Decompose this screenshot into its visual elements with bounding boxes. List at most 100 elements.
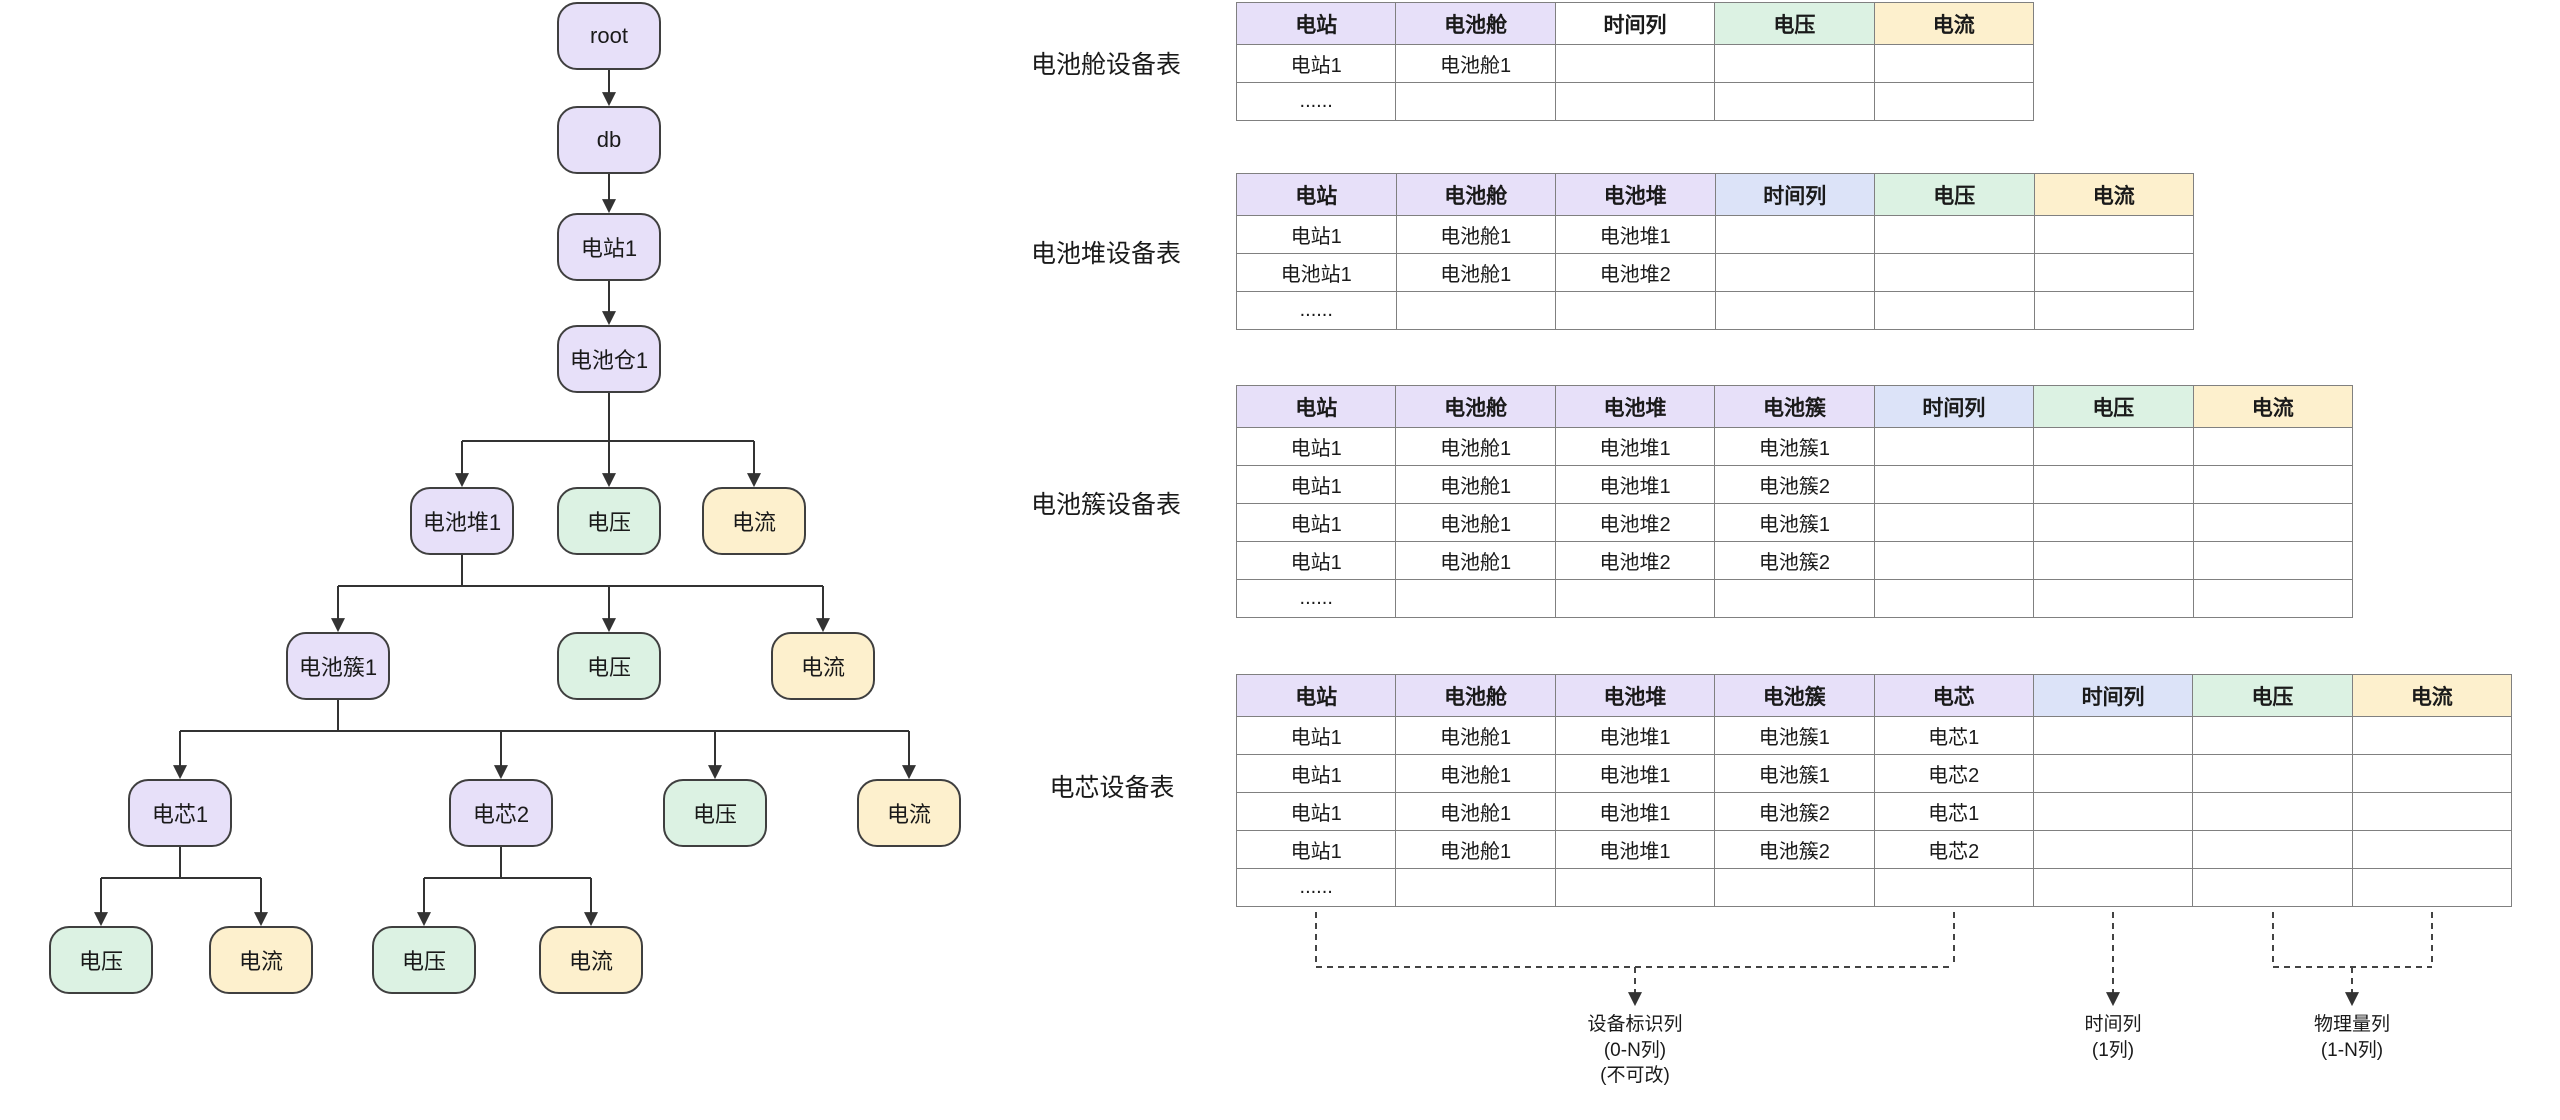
table-cell (1554, 44, 1716, 83)
table-label-stack: 电池堆设备表 (1030, 240, 1182, 268)
table-cell (1873, 541, 2035, 580)
table-cell: 电池站1 (1236, 253, 1397, 292)
table-cell: 电池舱1 (1395, 253, 1556, 292)
table-cell: 电池簇1 (1714, 503, 1875, 542)
table-cell (1395, 868, 1556, 907)
table-cell (2033, 579, 2194, 618)
table-cell (1714, 82, 1875, 121)
column-header-current: 电流 (2192, 385, 2354, 428)
table-cell (1555, 291, 1716, 330)
tree-node-cluster: 电池簇1 (286, 632, 390, 700)
column-header-device: 电站 (1235, 674, 1397, 717)
table-cell: ...... (1235, 868, 1397, 907)
table-cell (2033, 503, 2194, 542)
table-cell: ...... (1236, 291, 1397, 330)
table-cell (2192, 716, 2353, 755)
table-cell: 电站1 (1235, 44, 1397, 83)
column-header-time: 时间列 (1873, 385, 2035, 428)
table-cell (2032, 830, 2194, 869)
tree-node-compartment: 电池仓1 (557, 325, 661, 393)
annotation-line: (1列) (2091, 1039, 2135, 1061)
table-cell (1554, 579, 1716, 618)
table-cell (1714, 868, 1875, 907)
table-cell: 电池簇2 (1714, 792, 1875, 831)
column-header-current: 电流 (2033, 173, 2194, 216)
table-cell: 电站1 (1235, 716, 1397, 755)
table-cell: 电池舱1 (1395, 754, 1556, 793)
column-header-device: 电池簇 (1714, 674, 1875, 717)
annotation-line: 物理量列 (2313, 1014, 2391, 1035)
table-cell: 电池簇2 (1714, 830, 1875, 869)
table-cell (2033, 541, 2194, 580)
table-cell: 电芯2 (1873, 830, 2034, 869)
column-header-voltage: 电压 (1714, 2, 1875, 45)
tree-node-stack: 电池堆1 (410, 487, 514, 555)
table-cell (1873, 579, 2035, 618)
table-cell: 电池舱1 (1395, 465, 1556, 504)
table-cell (1874, 215, 2035, 254)
column-header-device: 电芯 (1873, 674, 2034, 717)
table-cell (1554, 82, 1716, 121)
tree-node-voltage: 电压 (49, 926, 153, 994)
annotation-line: (不可改) (1600, 1065, 1670, 1087)
column-header-current: 电流 (2351, 674, 2513, 717)
table-cell: 电站1 (1235, 792, 1397, 831)
table-cell (2033, 215, 2194, 254)
table-cell: 电池簇1 (1714, 427, 1875, 466)
table-cell (2351, 868, 2513, 907)
table-cell: 电池舱1 (1395, 830, 1556, 869)
table-header-row: 电站电池舱电池堆电池簇时间列电压电流 (1235, 385, 2354, 428)
column-header-device: 电站 (1236, 173, 1397, 216)
table-cell (2032, 754, 2194, 793)
table-cell (2192, 868, 2353, 907)
table-cell (1873, 465, 2035, 504)
tree-node-current: 电流 (702, 487, 806, 555)
tree-node-db: db (557, 106, 661, 174)
tree-node-voltage: 电压 (557, 487, 661, 555)
column-header-device: 电池堆 (1555, 173, 1716, 216)
table-cell (2351, 830, 2513, 869)
table-cell (2033, 427, 2194, 466)
table-cell (2351, 792, 2513, 831)
table-cell (1395, 579, 1556, 618)
column-header-device: 电池舱 (1395, 2, 1556, 45)
column-header-device: 电池堆 (1554, 674, 1716, 717)
table-cell (1714, 291, 1875, 330)
table-label-compartment: 电池舱设备表 (1030, 51, 1182, 79)
column-header-current: 电流 (1873, 2, 2035, 45)
tree-node-voltage: 电压 (557, 632, 661, 700)
column-header-voltage: 电压 (2192, 674, 2353, 717)
table-cell: 电站1 (1235, 830, 1397, 869)
table-cell (2033, 291, 2194, 330)
table-cell: 电芯1 (1873, 792, 2034, 831)
column-header-time: 时间列 (1714, 173, 1875, 216)
table-header-row: 电站电池舱电池堆时间列电压电流 (1236, 173, 2194, 216)
column-header-plain: 时间列 (1554, 2, 1716, 45)
table-annotation-connectors (1315, 912, 2433, 1007)
table-cell: 电池舱1 (1395, 792, 1556, 831)
table-cell (1395, 82, 1556, 121)
table-cell (2192, 465, 2354, 504)
table-cell: 电站1 (1235, 427, 1397, 466)
table-cell (1554, 868, 1716, 907)
table-cell: 电站1 (1235, 754, 1397, 793)
table-cell (2192, 579, 2354, 618)
annotation-line: 设备标识列 (1587, 1014, 1683, 1035)
column-header-time: 时间列 (2032, 674, 2194, 717)
table-cell (2032, 716, 2194, 755)
table-cell: 电池簇1 (1714, 716, 1875, 755)
table-cell (1873, 82, 2035, 121)
table-cell (1873, 44, 2035, 83)
table-cell (2351, 716, 2513, 755)
table-cell (1714, 44, 1875, 83)
column-header-device: 电站 (1235, 2, 1397, 45)
